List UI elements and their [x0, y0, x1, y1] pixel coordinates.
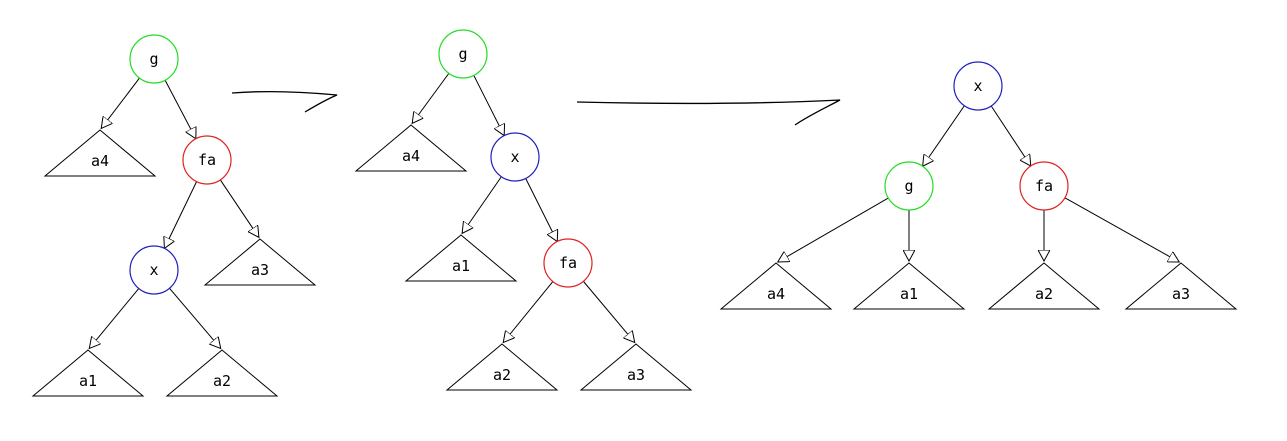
subtree-triangle: [165, 349, 279, 397]
edge-x-a1: [462, 176, 502, 234]
node-label: fa: [1035, 177, 1053, 195]
subtree-triangle: [354, 124, 468, 172]
edge-x-a1: [89, 288, 140, 349]
edge-g-fa: [164, 80, 196, 138]
node-x: x: [490, 132, 540, 182]
subtree-a4: a4: [43, 129, 157, 177]
subtree-a3: a3: [579, 343, 693, 391]
node-g: g: [129, 34, 179, 84]
node-label: fa: [198, 151, 216, 169]
node-circle: [884, 161, 934, 211]
edge-x-fa: [990, 105, 1031, 166]
node-circle: [129, 245, 179, 295]
subtree-a2: a2: [445, 343, 559, 391]
edge-fa-a2: [503, 281, 554, 343]
subtree-triangle: [1124, 262, 1238, 310]
node-fa: fa: [1019, 161, 1069, 211]
node-label: a4: [91, 152, 109, 170]
node-label: g: [458, 45, 467, 63]
node-fa: fa: [182, 135, 232, 185]
subtree-triangle: [31, 349, 145, 397]
node-circle: [182, 135, 232, 185]
subtree-a3: a3: [1124, 262, 1238, 310]
tree-3: x g fa a4 a1 a2 a3: [719, 61, 1238, 310]
node-label: x: [510, 148, 519, 166]
subtree-a4: a4: [354, 124, 468, 172]
edge-x-g: [923, 105, 965, 166]
tree-2: g a4 x a1 fa a2 a3: [354, 29, 693, 391]
node-g: g: [438, 29, 488, 79]
node-g: g: [884, 161, 934, 211]
subtree-triangle: [43, 129, 157, 177]
subtree-a1: a1: [31, 349, 145, 397]
transition-arrows: [231, 90, 841, 126]
node-label: g: [149, 50, 158, 68]
subtree-a2: a2: [987, 262, 1101, 310]
node-label: g: [904, 177, 913, 195]
node-label: a4: [402, 147, 420, 165]
tree-edges: [778, 105, 1180, 262]
transition-arrow-2: [576, 99, 841, 126]
subtree-triangle: [719, 262, 833, 310]
node-circle: [1019, 161, 1069, 211]
transition-arrow-1: [231, 90, 338, 113]
subtree-triangle: [579, 343, 693, 391]
node-x: x: [953, 61, 1003, 111]
node-fa: fa: [543, 238, 593, 288]
node-label: a3: [1172, 285, 1190, 303]
subtree-a1: a1: [852, 262, 966, 310]
node-label: a2: [1035, 285, 1053, 303]
node-x: x: [129, 245, 179, 295]
node-circle: [543, 238, 593, 288]
node-label: a1: [79, 372, 97, 390]
node-label: a2: [213, 372, 231, 390]
node-label: a2: [493, 366, 511, 384]
edge-fa-a3: [583, 281, 634, 342]
node-label: a1: [452, 257, 470, 275]
edge-x-fa: [525, 178, 558, 241]
subtree-a1: a1: [404, 234, 518, 282]
node-label: x: [973, 77, 982, 95]
node-label: a3: [627, 366, 645, 384]
node-circle: [953, 61, 1003, 111]
node-circle: [438, 29, 488, 79]
node-circle: [129, 34, 179, 84]
edge-g-a4: [101, 77, 140, 128]
subtree-a2: a2: [165, 349, 279, 397]
node-label: a4: [767, 285, 785, 303]
edge-fa-a3: [219, 179, 259, 237]
subtree-triangle: [404, 234, 518, 282]
edge-g-x: [473, 75, 504, 135]
node-label: a1: [900, 285, 918, 303]
subtree-triangle: [987, 262, 1101, 310]
trees: g a4 fa x a3 a1 a2 g a4 x a1 fa a2 a3 x g fa a4 a1 a2 a3: [31, 29, 1238, 397]
tree-edges: [412, 73, 635, 342]
edge-x-a2: [169, 287, 221, 348]
edge-g-a4: [412, 73, 450, 123]
node-label: x: [149, 261, 158, 279]
tree-edges: [89, 77, 259, 349]
edge-g-a4: [778, 197, 889, 262]
subtree-triangle: [203, 238, 317, 286]
tree-1: g a4 fa x a3 a1 a2: [31, 34, 317, 397]
edge-fa-x: [164, 181, 198, 249]
subtree-a4: a4: [719, 262, 833, 310]
node-circle: [490, 132, 540, 182]
subtree-a3: a3: [203, 238, 317, 286]
subtree-triangle: [852, 262, 966, 310]
edge-fa-a3: [1064, 197, 1179, 262]
node-label: a3: [251, 261, 269, 279]
subtree-triangle: [445, 343, 559, 391]
node-label: fa: [559, 254, 577, 272]
